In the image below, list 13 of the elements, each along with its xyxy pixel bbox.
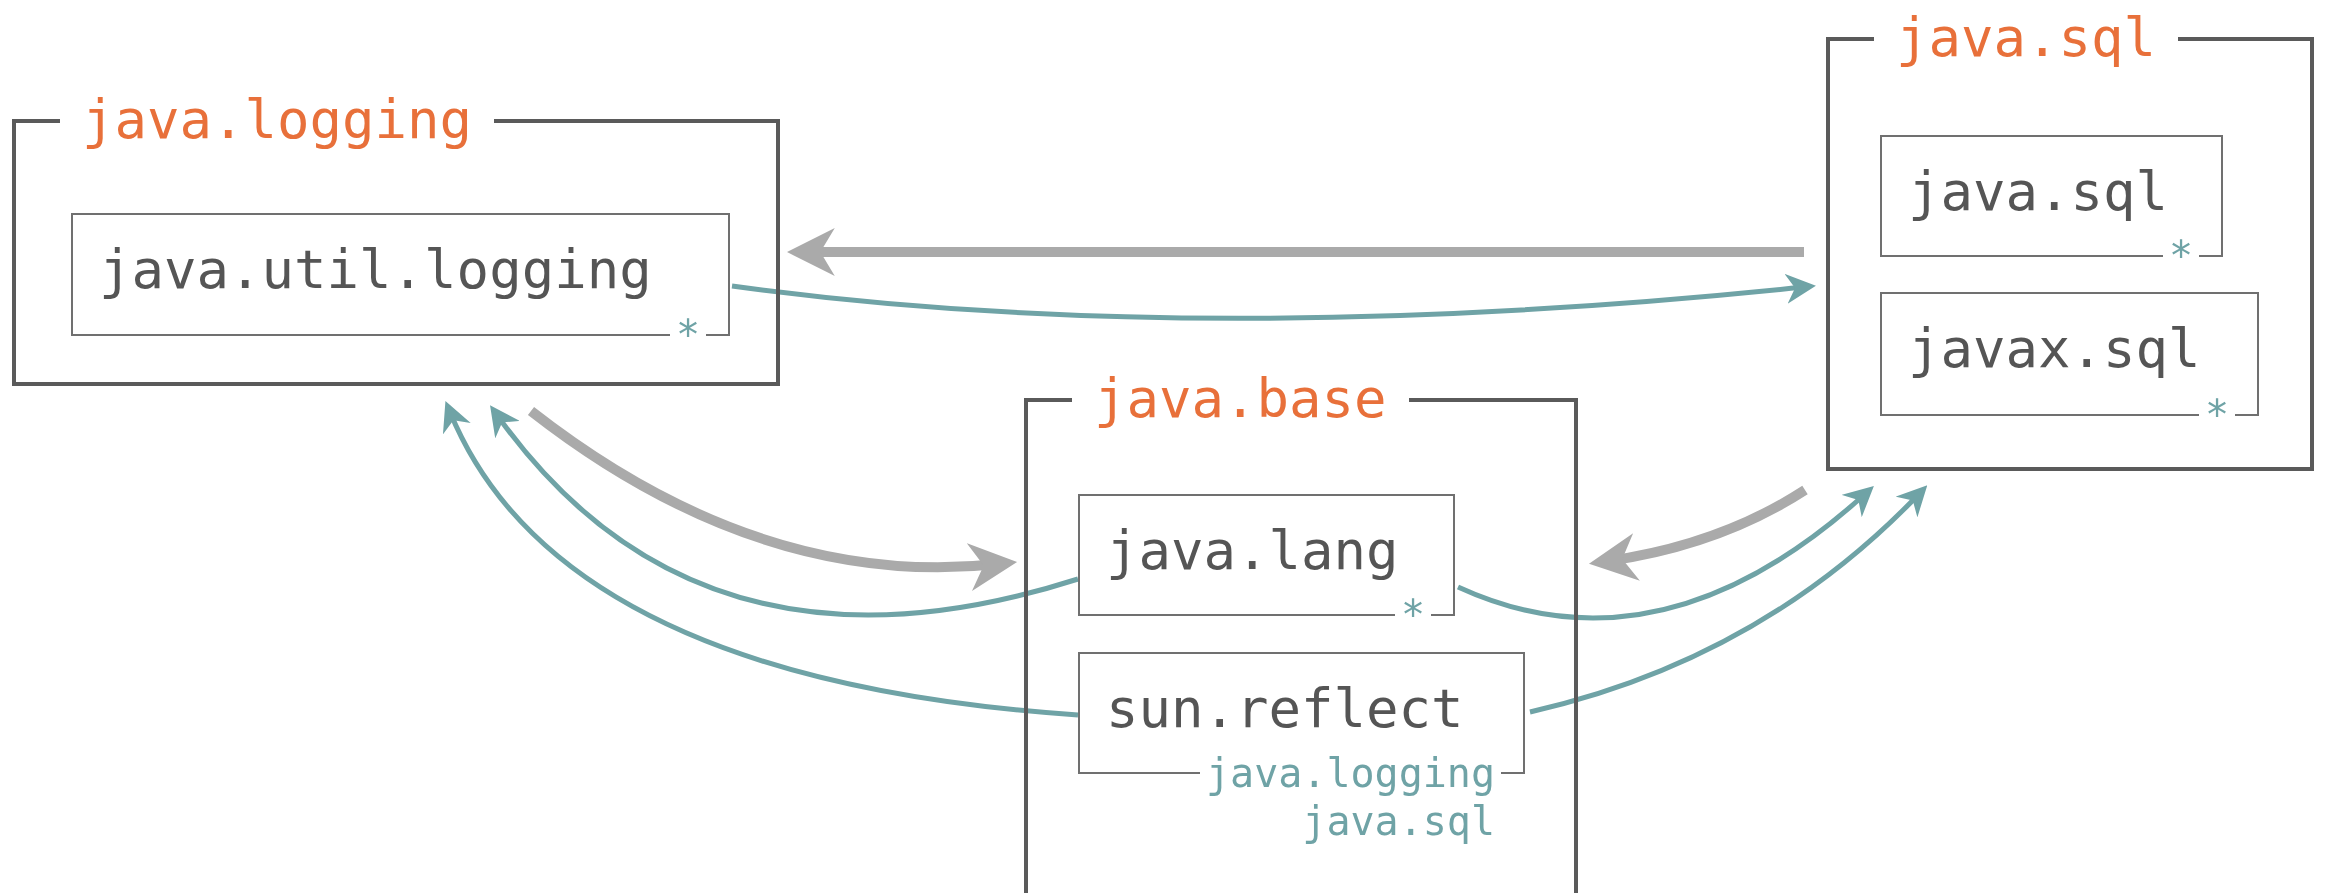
package-name: java.lang (1106, 518, 1399, 584)
package-name: java.util.logging (99, 237, 652, 303)
dependency-arrow (1529, 485, 1928, 715)
dependency-arrow (444, 401, 1079, 718)
package-name: sun.reflect (1106, 676, 1464, 742)
package-name: javax.sql (1908, 316, 2201, 382)
dependency-arrow (731, 273, 1816, 321)
dependency-arrow (489, 405, 1079, 618)
dependency-arrow (786, 228, 1804, 276)
dependency-arrow (528, 407, 1018, 591)
dependency-arrow (1589, 485, 1808, 581)
dependency-arrow (1457, 486, 1875, 621)
package-name: java.sql (1908, 159, 2169, 225)
